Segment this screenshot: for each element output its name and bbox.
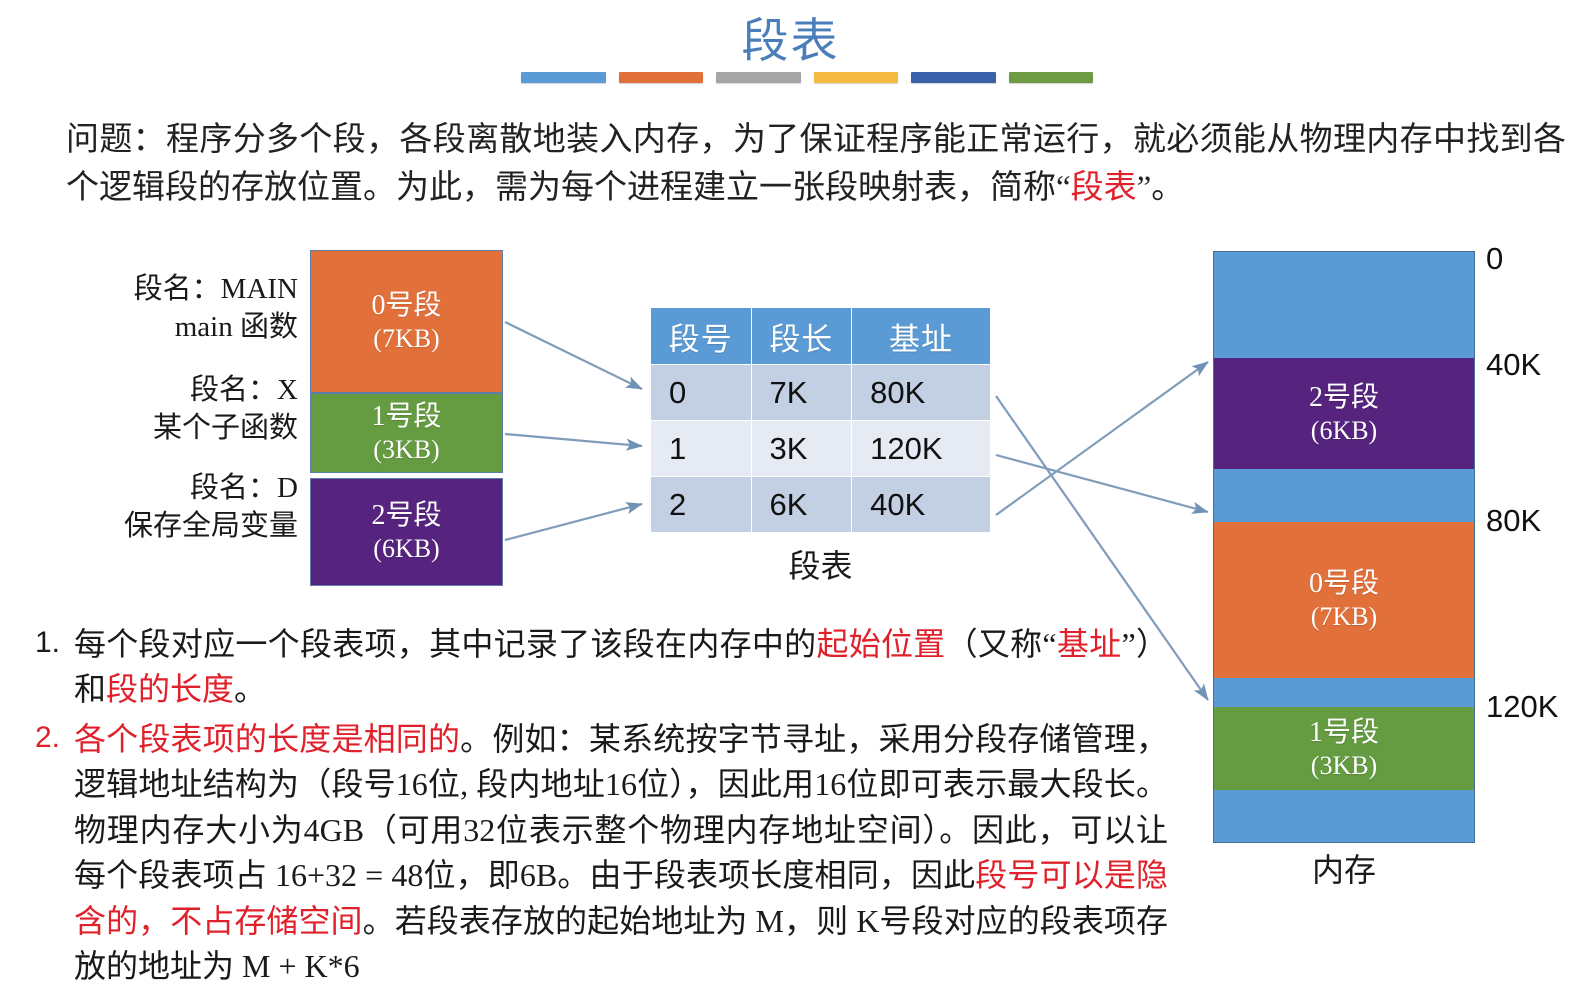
intro-highlight: 段表 — [1070, 170, 1137, 207]
memory-block-segment-1: 1号段 (3KB) — [1214, 707, 1474, 790]
arrow-segment0-to-row0 — [504, 321, 643, 390]
segment-table-row0-base: 80K — [852, 365, 990, 420]
notes-list: 1. 每个段对应一个段表项，其中记录了该段在内存中的起始位置（又称“基址”）和段… — [8, 622, 1168, 990]
note-text-run: 每个段对应一个段表项，其中记录了该段在内存中的 — [74, 626, 817, 662]
memory-block-2-name: 2号段 — [1308, 381, 1379, 413]
memory-block-1-size: (3KB) — [1310, 750, 1378, 780]
title-decorative-rules — [521, 72, 1093, 84]
table-row: 0 7K 80K — [651, 365, 990, 420]
list-item: 2. 各个段表项的长度是相同的。例如：某系统按字节寻址，采用分段存储管理，逻辑地… — [8, 717, 1168, 990]
segment-table-caption: 段表 — [788, 548, 853, 584]
segment-label-x-line1: 段名：X — [190, 373, 298, 406]
title-rule-1 — [521, 72, 606, 83]
note-1-body: 每个段对应一个段表项，其中记录了该段在内存中的起始位置（又称“基址”）和段的长度… — [74, 622, 1168, 713]
note-text-run: 段的长度 — [106, 671, 235, 708]
process-segment-block-0: 0号段 (7KB) — [310, 250, 503, 393]
title-rule-6 — [1008, 72, 1093, 83]
intro-text-part1: 问题：程序分多个段，各段离散地装入内存，为了保证程序能正常运行，就必须能从物理内… — [66, 122, 1566, 207]
memory-caption: 内存 — [1311, 852, 1376, 888]
memory-block-segment-0: 0号段 (7KB) — [1214, 522, 1474, 678]
segment-name-labels: 段名：MAIN main 函数 段名：X 某个子函数 段名：D 保存全局变量 — [70, 270, 298, 568]
note-text-run: 段号可以是隐含的，不占存储空间 — [74, 857, 1168, 939]
segment-label-x-line2: 某个子函数 — [152, 411, 298, 444]
segment-label-d-line1: 段名：D — [190, 472, 298, 505]
arrow-segment2-to-row2 — [504, 502, 643, 542]
note-text-run: 起始位置 — [816, 626, 946, 662]
segment-label-d-line2: 保存全局变量 — [123, 510, 298, 543]
memory-block-0-size: (7KB) — [1310, 602, 1378, 632]
note-text-run: 各个段表项的长度是相同的 — [74, 720, 461, 757]
title-rule-5 — [911, 72, 996, 83]
list-item: 1. 每个段对应一个段表项，其中记录了该段在内存中的起始位置（又称“基址”）和段… — [8, 622, 1168, 713]
note-2-number: 2. — [34, 720, 60, 754]
memory-address-label-80k: 80K — [1486, 503, 1542, 538]
segment-label-main-line1: 段名：MAIN — [133, 273, 298, 305]
note-text-run: （又称“ — [945, 626, 1057, 662]
segment-table-row1-segno: 1 — [651, 421, 751, 476]
note-text-run: 。例如：某系统按字节寻址，采用分段存储管理，逻辑地址结构为（段号16位, 段内地… — [74, 720, 1168, 894]
note-1-number: 1. — [34, 626, 60, 659]
table-row: 2 6K 40K — [651, 477, 990, 532]
segment-label-d: 段名：D 保存全局变量 — [70, 469, 298, 546]
process-segment-0-name: 0号段 — [371, 289, 442, 321]
note-text-run: 。 — [234, 671, 267, 708]
arrow-segment1-to-row1 — [504, 432, 643, 451]
memory-block-1-name: 1号段 — [1308, 716, 1379, 748]
memory-block-2-size: (6KB) — [1310, 415, 1378, 445]
memory-diagram: 2号段 (6KB) 0号段 (7KB) 1号段 (3KB) — [1213, 251, 1475, 843]
segment-label-main-line2: main 函数 — [174, 311, 298, 344]
process-segment-0-size: (7KB) — [373, 323, 440, 353]
segment-table-row2-segno: 2 — [651, 477, 751, 532]
process-segment-2-name: 2号段 — [371, 500, 442, 532]
process-segment-1-size: (3KB) — [373, 435, 440, 465]
intro-paragraph: 问题：程序分多个段，各段离散地装入内存，为了保证程序能正常运行，就必须能从物理内… — [66, 116, 1566, 212]
segment-table-row0-segno: 0 — [651, 365, 751, 420]
segment-table-row1-length: 3K — [751, 421, 852, 476]
process-segment-1-name: 1号段 — [371, 401, 442, 433]
memory-address-label-120k: 120K — [1486, 689, 1559, 724]
segment-label-main: 段名：MAIN main 函数 — [70, 270, 298, 347]
segment-table-row1-base: 120K — [852, 421, 990, 476]
process-segment-block-1: 1号段 (3KB) — [310, 393, 503, 473]
segment-table-header-base: 基址 — [852, 308, 990, 364]
arrow-row1-to-memory-segment1 — [995, 453, 1209, 514]
segment-label-x: 段名：X 某个子函数 — [70, 371, 298, 448]
segment-table-row2-base: 40K — [852, 477, 990, 532]
table-row: 1 3K 120K — [651, 421, 990, 476]
note-text-run: 。若段表存放的起始地址为 M，则 K号段对应的段表项存放的地址为 M + K*6 — [74, 902, 1168, 985]
note-2-body: 各个段表项的长度是相同的。例如：某系统按字节寻址，采用分段存储管理，逻辑地址结构… — [74, 717, 1168, 990]
page-title: 段表 — [741, 16, 840, 68]
segment-table-row0-length: 7K — [751, 365, 852, 420]
segment-table-header-segno: 段号 — [651, 308, 751, 364]
intro-text-part2: ”。 — [1136, 170, 1185, 207]
process-segment-block-2: 2号段 (6KB) — [310, 478, 503, 586]
title-rule-2 — [618, 72, 703, 83]
title-rule-4 — [813, 72, 898, 83]
segment-table-row2-length: 6K — [751, 477, 852, 532]
process-segment-stack: 0号段 (7KB) 1号段 (3KB) 2号段 (6KB) — [310, 250, 503, 586]
segment-table-header-length: 段长 — [751, 308, 852, 364]
arrow-row2-to-memory-segment2 — [995, 361, 1209, 516]
segment-table: 段号 段长 基址 0 7K 80K 1 3K 120K 2 6K 40K — [650, 307, 991, 533]
memory-block-segment-2: 2号段 (6KB) — [1214, 358, 1474, 469]
title-rule-3 — [716, 72, 801, 83]
note-text-run: ”）和 — [74, 626, 1168, 708]
memory-block-0-name: 0号段 — [1308, 568, 1379, 600]
memory-address-label-40k: 40K — [1486, 347, 1542, 382]
segment-table-header-row: 段号 段长 基址 — [651, 308, 990, 364]
note-text-run: 基址 — [1056, 626, 1122, 662]
memory-address-label-0: 0 — [1486, 241, 1504, 276]
process-segment-2-size: (6KB) — [373, 534, 440, 564]
